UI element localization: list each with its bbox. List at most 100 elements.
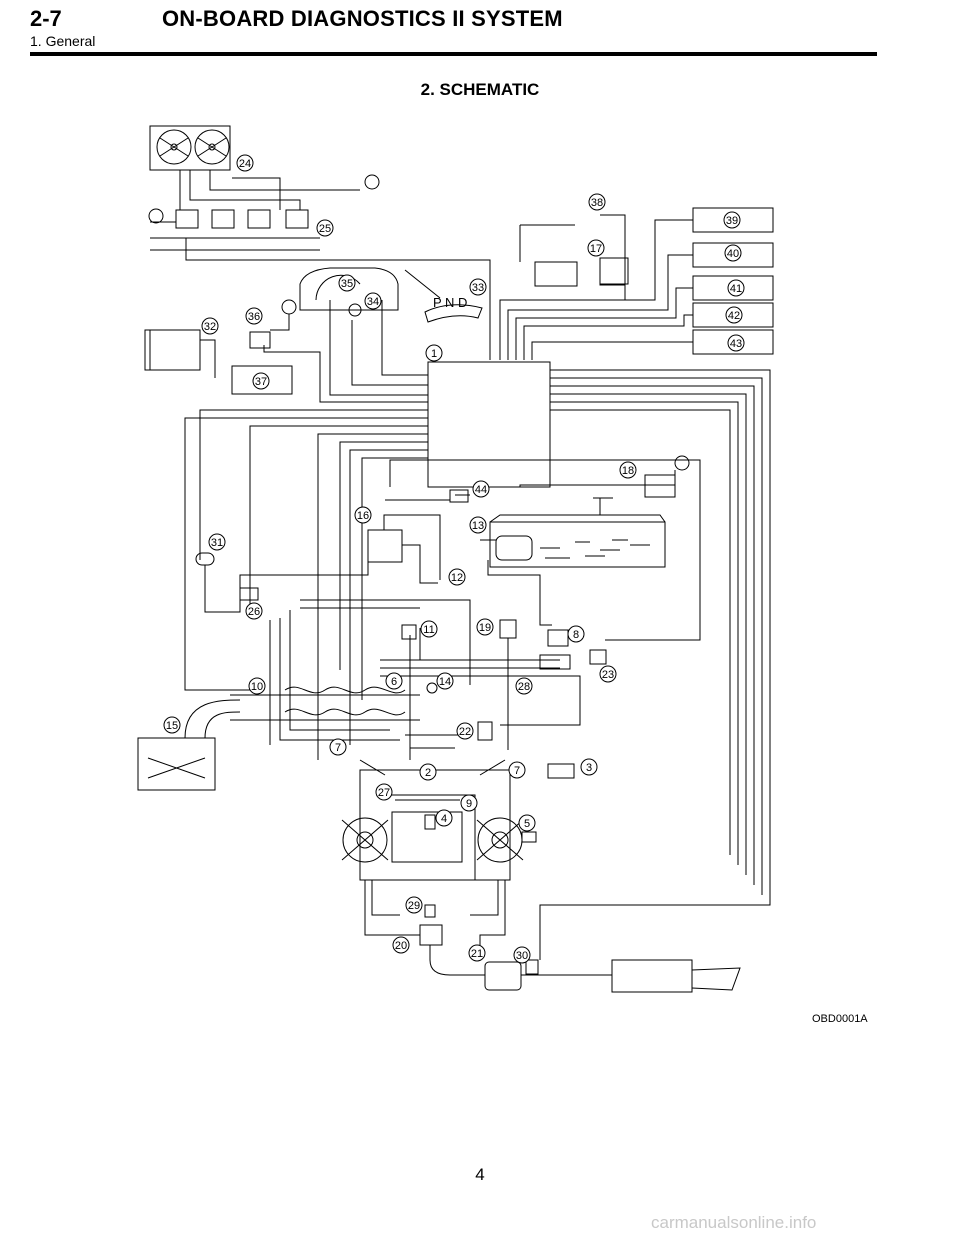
callout-circle [515, 677, 533, 695]
callout-label: 13 [472, 520, 484, 532]
callout-circle [619, 461, 637, 479]
callout-label: 42 [728, 310, 740, 322]
callout-label: 32 [204, 321, 216, 333]
callout-circle [456, 722, 474, 740]
callout-label: 29 [408, 900, 420, 912]
callout-circle [329, 738, 347, 756]
callout-label: 16 [357, 510, 369, 522]
callout-label: 4 [441, 813, 447, 825]
callout-label: 6 [391, 676, 397, 688]
callout-circle [727, 334, 745, 352]
callout-label: 43 [730, 338, 742, 350]
callout-circle [201, 317, 219, 335]
callout-circle [208, 533, 226, 551]
callout-label: 26 [248, 606, 260, 618]
callout-circle [385, 672, 403, 690]
callout-label: 23 [602, 669, 614, 681]
callout-label: 34 [367, 296, 379, 308]
callout-circle [724, 244, 742, 262]
callout-circle [420, 620, 438, 638]
callout-circle [252, 372, 270, 390]
callout-label: 31 [211, 537, 223, 549]
callout-label: 14 [439, 676, 451, 688]
callout-label: 1 [431, 348, 437, 360]
callout-label: 17 [590, 243, 602, 255]
callout-label: 36 [248, 311, 260, 323]
callout-label: 12 [451, 572, 463, 584]
callout-label: 40 [727, 248, 739, 260]
callout-circle [425, 344, 443, 362]
callout-label: 28 [518, 681, 530, 693]
callout-label: 9 [466, 798, 472, 810]
callout-label: 41 [730, 283, 742, 295]
callout-circle [405, 896, 423, 914]
callout-circle [513, 946, 531, 964]
callout-circle [723, 211, 741, 229]
page-number: 4 [475, 1165, 485, 1184]
callout-circle [163, 716, 181, 734]
subsection-label: 1. General [30, 33, 96, 49]
callout-circle [588, 193, 606, 211]
callout-label: 33 [472, 282, 484, 294]
callout-label: 35 [341, 278, 353, 290]
callout-circle [354, 506, 372, 524]
callout-circle [725, 306, 743, 324]
callout-circle [435, 809, 453, 827]
callout-circle [460, 794, 478, 812]
callout-circle [338, 274, 356, 292]
callout-label: 24 [239, 158, 251, 170]
callout-circle [472, 480, 490, 498]
callout-label: 5 [524, 818, 530, 830]
callout-circle [248, 677, 266, 695]
watermark: carmanualsonline.info [651, 1213, 817, 1232]
callout-circle [419, 763, 437, 781]
callout-label: 25 [319, 223, 331, 235]
callout-label: 10 [251, 681, 263, 693]
callout-label: 7 [514, 765, 520, 777]
callout-circle [508, 761, 526, 779]
section-number: 2-7 [30, 6, 62, 31]
callout-circle [316, 219, 334, 237]
figure-code: OBD0001A [812, 1013, 868, 1025]
callout-circle [518, 814, 536, 832]
callout-label: 21 [471, 948, 483, 960]
callout-circle [587, 239, 605, 257]
callout-circle [468, 944, 486, 962]
callout-label: 30 [516, 950, 528, 962]
callout-label: 15 [166, 720, 178, 732]
callout-label: 39 [726, 215, 738, 227]
header-rule [30, 52, 877, 56]
callout-label: 27 [378, 787, 390, 799]
callout-label: 8 [573, 629, 579, 641]
gear-position-letters: P N D [433, 295, 467, 310]
callout-circle [727, 279, 745, 297]
callout-circle [448, 568, 466, 586]
callout-circle [469, 278, 487, 296]
callout-label: 38 [591, 197, 603, 209]
callout-circle [580, 758, 598, 776]
callout-label: 22 [459, 726, 471, 738]
callout-label: 44 [475, 484, 487, 496]
callout-label: 37 [255, 376, 267, 388]
callout-label: 20 [395, 940, 407, 952]
callout-label: 11 [423, 624, 434, 636]
callout-circle [375, 783, 393, 801]
callout-circle [469, 516, 487, 534]
callout-label: 2 [425, 767, 431, 779]
callout-circle [236, 154, 254, 172]
callout-label: 19 [479, 622, 491, 634]
callout-circle [567, 625, 585, 643]
page-header: 2-7 ON-BOARD DIAGNOSTICS II SYSTEM 1. Ge… [0, 0, 960, 60]
callout-circle [436, 672, 454, 690]
callout-label: 3 [586, 762, 592, 774]
callout-label: 18 [622, 465, 634, 477]
callout-label: 7 [335, 742, 341, 754]
callout-circle [599, 665, 617, 683]
callout-circle [245, 602, 263, 620]
section-title: ON-BOARD DIAGNOSTICS II SYSTEM [162, 6, 563, 31]
callout-circle [245, 307, 263, 325]
callout-circle [364, 292, 382, 310]
callout-circle [476, 618, 494, 636]
figure-title: 2. SCHEMATIC [420, 80, 540, 99]
